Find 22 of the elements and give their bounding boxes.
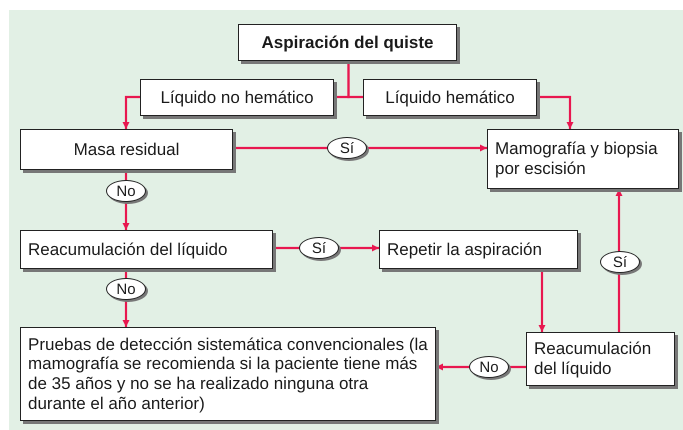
- process-box: [363, 79, 537, 116]
- process-box: [487, 129, 679, 189]
- box-text: Repetir la aspiración: [387, 240, 543, 260]
- arrow: [122, 96, 140, 129]
- box-text: Líquido hemático: [384, 88, 516, 108]
- process-box: [20, 129, 233, 170]
- box-text: Reacumulación del líquido: [28, 240, 228, 260]
- process-box: [379, 230, 578, 269]
- connector-line: [347, 61, 363, 98]
- process-box: [20, 327, 436, 421]
- arrow: [537, 96, 574, 129]
- process-box: [526, 332, 675, 386]
- process-box: [140, 79, 334, 116]
- box-text: Aspiración del quiste: [260, 32, 434, 52]
- box-text: Mamografía y biopsia por escisión: [495, 139, 659, 179]
- box-text: Pruebas de detección sistemática convencionales (la mamografía se recomienda si la paciente tiene más de 35 años y no se ha realizado ninguna otra durante el año anterior): [28, 334, 428, 414]
- process-box: [238, 24, 457, 61]
- process-box: [20, 230, 273, 269]
- arrow: [538, 269, 546, 332]
- box-text: Masa residual: [72, 140, 180, 160]
- box-text: Líquido no hemático: [159, 88, 315, 108]
- box-text: Reacumulación del líquido: [534, 339, 652, 379]
